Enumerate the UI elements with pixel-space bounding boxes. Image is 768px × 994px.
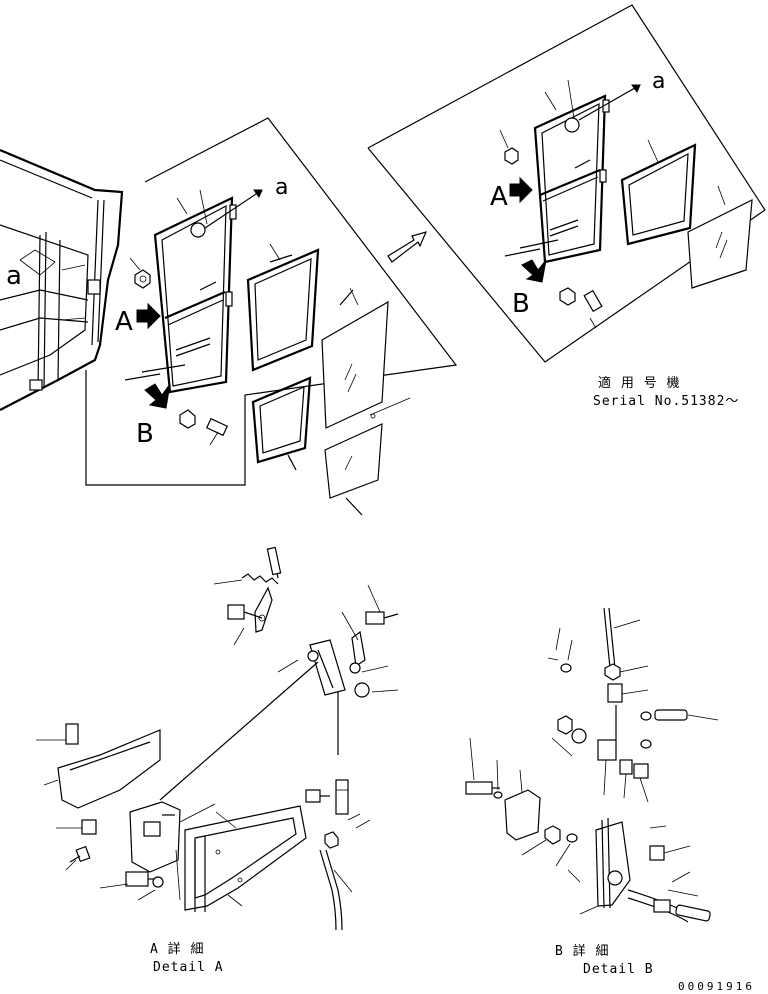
left-bolt xyxy=(190,189,263,238)
callout-B-right: B xyxy=(512,289,530,319)
arrow-b-right xyxy=(521,259,547,283)
arrow-target-a-left: a xyxy=(275,175,288,200)
detail-a xyxy=(36,546,399,931)
right-door-frame xyxy=(533,94,610,264)
left-seal-upper xyxy=(246,248,320,372)
arrow-a-right xyxy=(509,176,533,204)
detail-b xyxy=(465,607,719,923)
right-assembly-outline xyxy=(367,4,766,363)
arrow-a-left xyxy=(136,302,161,330)
left-glass-upper xyxy=(321,289,389,429)
serial-note-jp: 適 用 号 機 xyxy=(598,375,680,391)
left-assembly-outline xyxy=(85,117,458,486)
left-glass-lower xyxy=(324,423,383,516)
cab-frame xyxy=(0,148,124,411)
right-seal-frame xyxy=(620,143,697,246)
right-leaders xyxy=(499,79,726,206)
arrow-b-left xyxy=(144,383,171,409)
detail-a-jp: A 詳 細 xyxy=(150,941,204,957)
document-number: 00091916 xyxy=(678,980,755,993)
left-seal-lower xyxy=(251,376,312,471)
left-door-frame xyxy=(153,196,237,394)
callout-a-cab: a xyxy=(6,261,22,291)
detail-a-en: Detail A xyxy=(153,960,224,975)
transition-arrow xyxy=(387,231,428,263)
detail-b-jp: B 詳 細 xyxy=(555,943,609,959)
left-nut xyxy=(134,269,151,289)
left-leaders xyxy=(129,189,359,471)
serial-note-en: Serial No.51382～ xyxy=(593,394,739,409)
arrow-target-a-right: a xyxy=(652,69,665,94)
detail-b-en: Detail B xyxy=(583,962,654,977)
callout-A-left: A xyxy=(115,307,133,337)
right-nut xyxy=(504,147,519,165)
callout-A-right: A xyxy=(490,182,508,212)
right-bolt xyxy=(564,84,641,133)
callout-B-left: B xyxy=(136,419,154,449)
right-glass xyxy=(687,198,753,289)
